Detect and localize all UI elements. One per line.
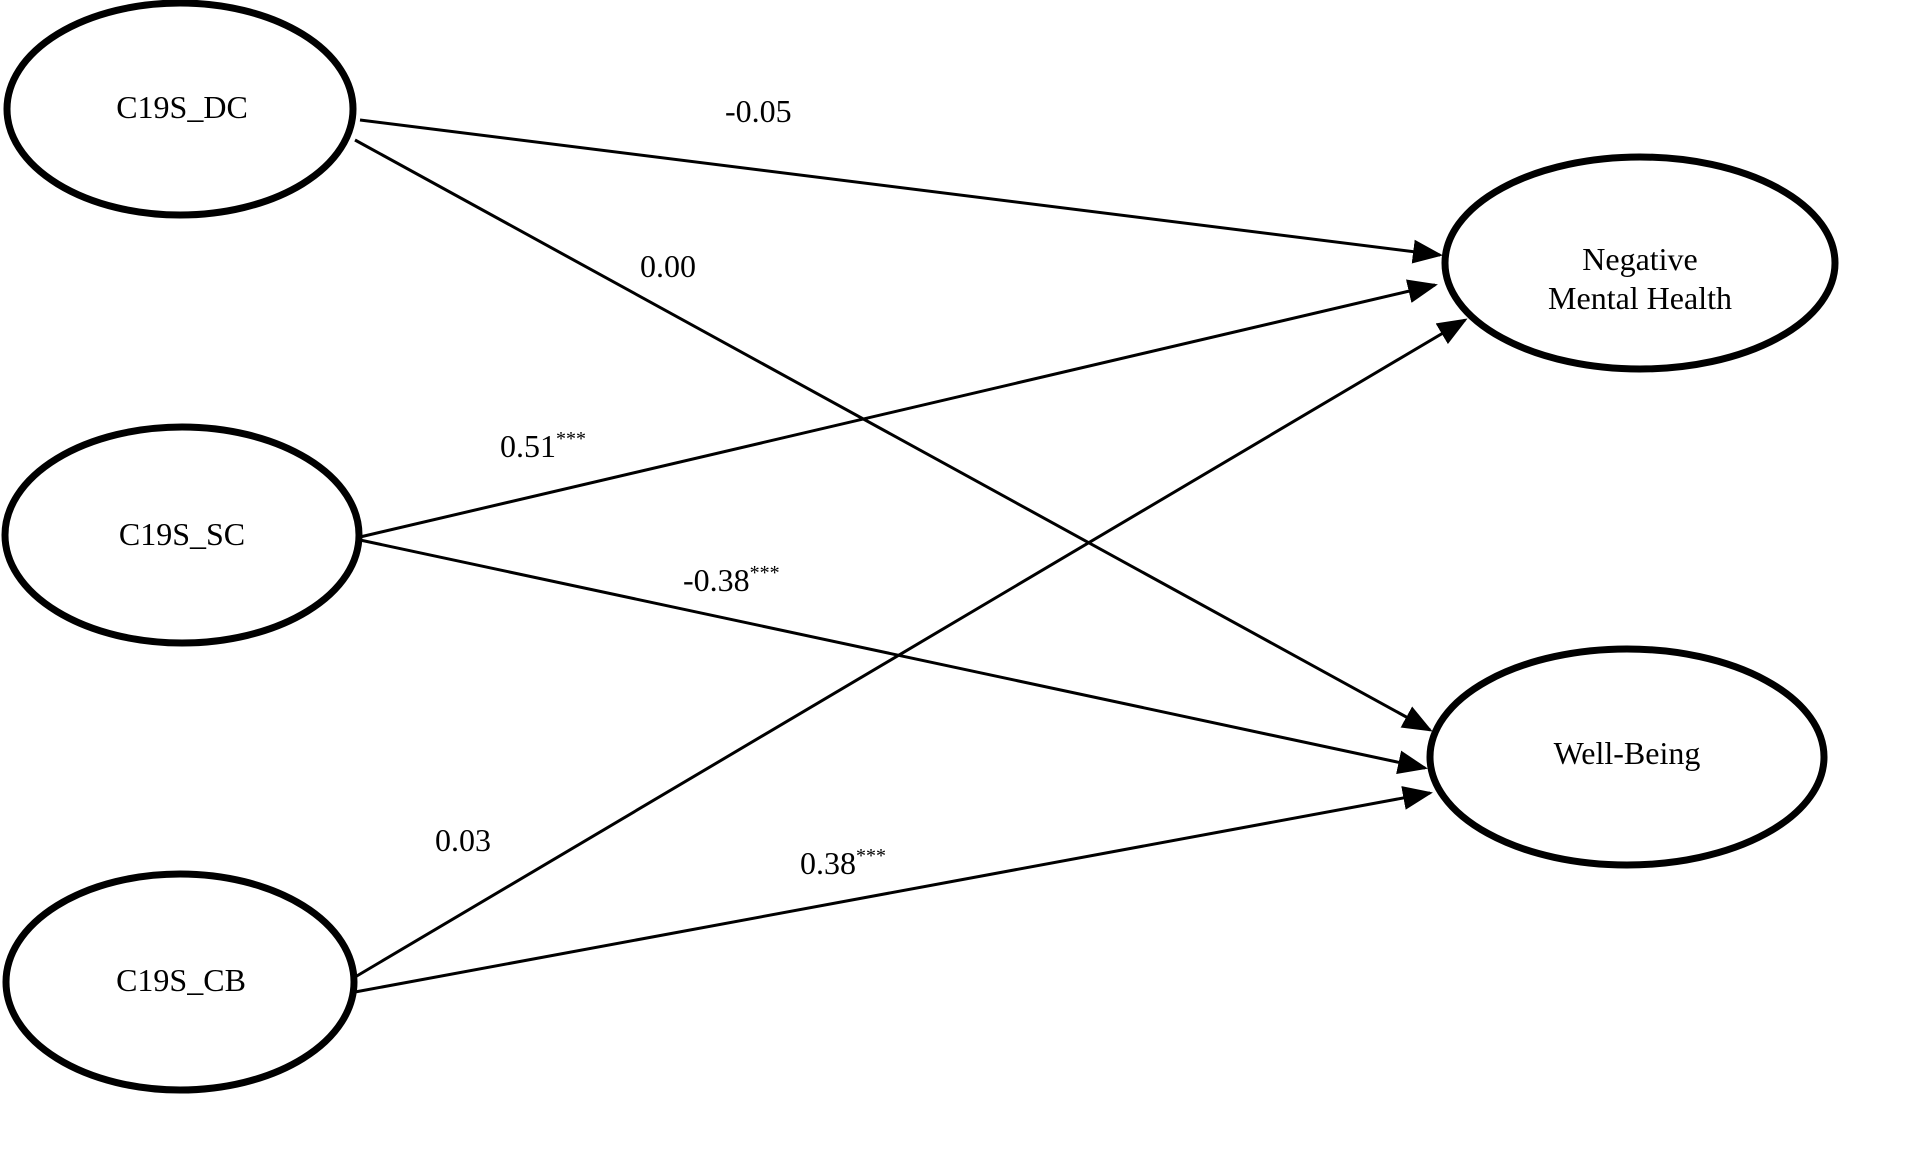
coef-value: 0.03	[435, 822, 491, 858]
coef-label-dc-wb: 0.00	[640, 248, 696, 284]
node-c19s-cb: C19S_CB	[2, 870, 358, 1094]
node-label: C19S_SC	[119, 516, 245, 552]
node-label: C19S_DC	[116, 89, 248, 125]
path-cb-to-well-being	[354, 786, 1433, 994]
coef-value: 0.00	[640, 248, 696, 284]
coef-label-cb-nmh: 0.03	[435, 822, 491, 858]
coef-value: -0.05	[725, 93, 792, 129]
significance-marker: ***	[750, 562, 780, 584]
path-cb-to-negative-mental-health	[349, 318, 1468, 982]
path-dc-to-negative-mental-health	[359, 118, 1443, 264]
coef-label-cb-wb: 0.38***	[800, 845, 886, 881]
coef-value: 0.51	[500, 428, 556, 464]
node-well-being: Well-Being	[1426, 645, 1828, 869]
node-c19s-sc: C19S_SC	[1, 423, 363, 647]
node-label: C19S_CB	[116, 962, 246, 998]
coef-label-sc-nmh: 0.51***	[500, 428, 586, 464]
node-negative-mental-health: Negative Mental Health	[1441, 153, 1839, 373]
coef-value: -0.38	[683, 562, 750, 598]
node-label: Well-Being	[1554, 735, 1701, 771]
path-dc-to-well-being	[354, 138, 1433, 732]
coef-label-dc-nmh: -0.05	[725, 93, 792, 129]
path-sc-to-well-being	[359, 538, 1428, 775]
coef-value: 0.38	[800, 845, 856, 881]
coef-label-sc-wb: -0.38***	[683, 562, 780, 598]
significance-marker: ***	[856, 845, 886, 867]
node-label-line1: Negative	[1582, 241, 1698, 277]
node-c19s-dc: C19S_DC	[3, 0, 357, 219]
significance-marker: ***	[556, 428, 586, 450]
path-sc-to-negative-mental-health	[359, 279, 1438, 539]
node-label-line2: Mental Health	[1548, 280, 1732, 316]
